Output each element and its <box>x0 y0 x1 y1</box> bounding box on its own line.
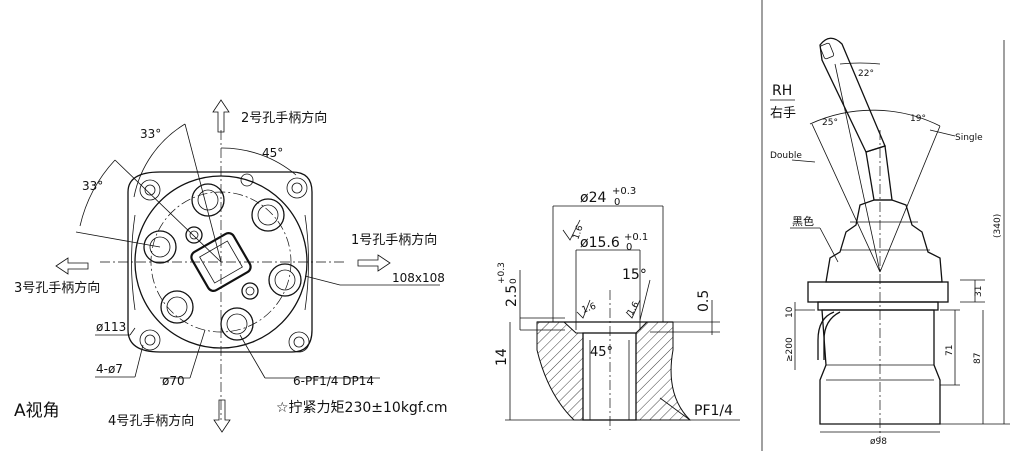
double-label: Double <box>770 151 802 161</box>
dim-31: 31 <box>974 286 984 297</box>
view-label: A视角 <box>14 401 60 421</box>
dir-4-label: 4号孔手柄方向 <box>108 413 194 429</box>
ports <box>143 183 302 341</box>
depth-25-tol-upper: +0.3 <box>497 262 507 284</box>
section-hatch-right <box>635 321 692 421</box>
rh-label: RH <box>772 83 792 99</box>
angle-33-top: 33° <box>140 127 161 141</box>
side-view-drawing <box>761 0 1010 451</box>
dia-24-tol-upper: +0.3 <box>612 186 636 197</box>
rough-2: 1.6 <box>581 301 598 315</box>
dim-14: 14 <box>494 348 510 366</box>
lever-handle <box>819 37 886 153</box>
depth-25-tol-lower: 0 <box>509 278 519 284</box>
rough-1: 1.6 <box>571 224 585 241</box>
thread-label: PF1/4 <box>694 403 733 419</box>
dir-2-label: 2号孔手柄方向 <box>241 110 327 126</box>
dim-98: ø98 <box>870 437 887 447</box>
dir-3-label: 3号孔手柄方向 <box>14 280 100 296</box>
rh-cn-label: 右手 <box>770 106 796 121</box>
angle-33-left: 33° <box>82 179 103 193</box>
angle-22: 22° <box>858 69 874 79</box>
angle-45-port: 45° <box>590 345 613 360</box>
dim-340: (340) <box>993 214 1003 238</box>
arrow-left <box>55 257 89 275</box>
rubber-boot <box>825 199 943 283</box>
angle-25: 25° <box>822 118 838 128</box>
dim-05: 0.5 <box>696 290 712 312</box>
single-label: Single <box>955 133 983 143</box>
center-boss <box>190 232 252 292</box>
angle-15: 15° <box>622 267 647 283</box>
torque-note: ☆拧紧力矩230±10kgf.cm <box>276 400 448 416</box>
flange-outline <box>127 171 313 353</box>
color-black-label: 黑色 <box>792 214 814 228</box>
dia-15: ø15.6 <box>580 235 620 251</box>
dia-15-tol-upper: +0.1 <box>624 232 648 243</box>
dim-108: 108x108 <box>392 271 445 285</box>
section-hatch-left <box>536 321 584 421</box>
port-detail-drawing <box>505 205 740 430</box>
dim-71: 71 <box>945 345 955 356</box>
dia-24: ø24 <box>580 190 606 206</box>
a-view-drawing <box>55 99 440 433</box>
dim-200: ≥200 <box>785 337 795 362</box>
dir-1-label: 1号孔手柄方向 <box>351 232 437 248</box>
dim-10: 10 <box>785 306 795 318</box>
dim-holes: 4-ø7 <box>96 362 123 376</box>
arrow-up <box>212 99 230 133</box>
dia-24-tol-lower: 0 <box>614 197 620 208</box>
dim-70: ø70 <box>162 374 185 388</box>
arrow-right <box>357 254 391 272</box>
dia-15-tol-lower: 0 <box>626 242 632 253</box>
dim-87: 87 <box>973 353 983 364</box>
depth-25: 2.5 <box>504 285 520 307</box>
base-flange <box>807 281 949 303</box>
angle-45: 45° <box>262 146 283 160</box>
port-spec: 6-PF1/4 DP14 <box>293 374 374 388</box>
rough-3: 1.6 <box>626 300 642 318</box>
angle-19: 19° <box>910 114 926 124</box>
dim-113: ø113 <box>96 320 126 334</box>
arrow-down <box>213 399 231 433</box>
